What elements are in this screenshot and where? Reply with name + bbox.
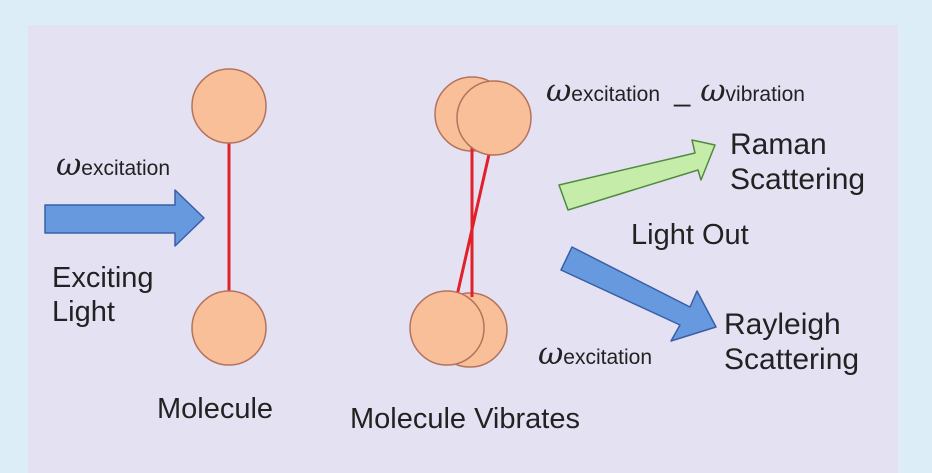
raman-shift-label: ωexcitation _ ωvibration [546,73,805,109]
excitation-frequency-label-left: ωexcitation [56,147,170,183]
vibrating-atom-top-front [456,80,532,156]
exciting-light-label: Exciting Light [52,262,154,328]
molecule-atom-top [191,68,267,144]
minus-sign: _ [674,76,691,108]
molecule-atom-bottom [191,290,267,366]
rayleigh-scattering-arrow [560,246,717,342]
molecule-label: Molecule [157,393,274,425]
vibrating-atom-bottom-front [409,290,485,366]
vibrating-bond-tilted [454,149,492,301]
raman-scattering-label: Raman Scattering [730,128,866,196]
rayleigh-scattering-label: Rayleigh Scattering [724,308,860,376]
rayleigh-frequency-label: ωexcitation [538,336,652,372]
light-out-label: Light Out [631,219,749,251]
exciting-light-arrow [44,189,205,247]
molecule-vibrates-label: Molecule Vibrates [350,403,580,435]
raman-scattering-arrow [558,139,716,211]
